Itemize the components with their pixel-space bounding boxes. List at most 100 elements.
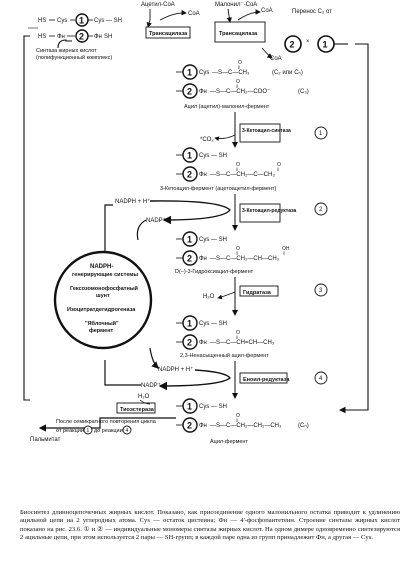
hs-label: HS (38, 18, 46, 24)
substrate-arrows (146, 8, 273, 59)
svg-text:Cys — SH: Cys — SH (199, 404, 227, 410)
co2-label: *CO₂ (200, 137, 214, 143)
svg-text:до реакции: до реакции (94, 428, 123, 434)
svg-text:от реакции: от реакции (56, 428, 84, 434)
monomer-2-number: 2 (79, 32, 84, 42)
svg-text:1: 1 (187, 151, 192, 161)
coa-label-3: СоА (270, 56, 282, 62)
acyl-malonyl-label: Ацил (ацетил)-малонил-фермент (184, 104, 270, 110)
svg-text:2: 2 (187, 421, 192, 431)
svg-text:O: O (236, 330, 240, 336)
svg-text:Cys — SH: Cys — SH (199, 321, 227, 327)
svg-text:Тиоэстераза: Тиоэстераза (120, 407, 155, 413)
svg-text:2: 2 (187, 87, 192, 97)
svg-text:3-Кетоацил-синтаза: 3-Кетоацил-синтаза (242, 128, 291, 134)
svg-text:O: O (277, 162, 281, 168)
ketoacyl-reductase-box: 3-Кетоацил-редуктаза (239, 203, 296, 223)
dehydratase-box: Гидратаза (239, 285, 279, 297)
svg-text:NADPH-: NADPH- (90, 264, 113, 270)
svg-text:Гидратаза: Гидратаза (243, 290, 272, 296)
svg-text:1: 1 (187, 235, 192, 245)
step-3-marker: 3 (314, 283, 328, 297)
svg-text:1: 1 (187, 319, 192, 329)
synthase-subtitle: (полифункционный комплекс) (36, 54, 112, 61)
svg-text:3-Кетоацил-фермент (ацетоацети: 3-Кетоацил-фермент (ацетоацетил-фермент) (160, 186, 276, 192)
svg-text:генерирующие системы: генерирующие системы (72, 272, 138, 278)
coa-label-1: СоА (188, 11, 200, 17)
step-2-marker: 2 (314, 202, 328, 216)
fatty-acid-synthesis-diagram: Ацетил-СоА Малонил⁻-СоА СоА Перенос C₂ о… (23, 2, 369, 445)
acyl-malonyl-enzyme: 1 Cys —S—C—CH₃ O (C₂ или Cₙ) 2 Фн —S—C—C… (176, 60, 309, 110)
svg-text:2: 2 (187, 254, 192, 264)
monomer-1-number: 1 (79, 16, 84, 26)
h2o-label-1: H₂O (203, 294, 215, 300)
svg-text:D(–)-3-Гидроксиацил-фермент: D(–)-3-Гидроксиацил-фермент (175, 269, 254, 275)
enoyl-enzyme: 1 Cys — SH 2 Фн —S—C—CH=CH—CH₃ O 2,3-Нен… (176, 315, 275, 359)
step-4-marker: 4 (314, 371, 328, 385)
svg-text:Ацил-фермент: Ацил-фермент (210, 439, 248, 445)
figure-caption: Биосинтез длинноцепочечных жирных кислот… (20, 509, 400, 541)
svg-text:Cys — SH: Cys — SH (199, 153, 227, 159)
palmitate-label: Пальмитат (30, 437, 61, 443)
svg-text:2: 2 (187, 338, 192, 348)
transfer-label: Перенос C₂ от (292, 9, 332, 15)
svg-text:×: × (306, 39, 310, 45)
h2o-label-2: H₂O (138, 394, 150, 400)
nadp-label-2: NADP⁺ (141, 382, 161, 389)
svg-text:1: 1 (187, 402, 192, 412)
svg-text:Еноил-редуктаза: Еноил-редуктаза (243, 377, 290, 383)
svg-text:1: 1 (87, 428, 90, 434)
svg-text:—S—C—CH₂—C—CH₃: —S—C—CH₂—C—CH₃ (210, 172, 275, 178)
svg-text:Трансацилаза: Трансацилаза (219, 31, 258, 37)
step-1-marker: 1 (314, 126, 328, 140)
synthase-complex: HS Cys 1 Cys — SH HS Фн 2 Фн SH Синтаза … (28, 13, 122, 61)
svg-text:4: 4 (319, 376, 323, 382)
svg-text:—S—C—CH₃: —S—C—CH₃ (212, 70, 250, 76)
acetyl-coa-label: Ацетил-СоА (141, 2, 175, 8)
transacylase-box-1: Трансацилаза (145, 26, 191, 39)
svg-text:Фн: Фн (199, 89, 207, 95)
transacylase-box-2: Трансацилаза (214, 21, 266, 43)
svg-text:Трансацилаза: Трансацилаза (149, 31, 188, 37)
svg-text:(Cₙ): (Cₙ) (298, 423, 309, 429)
svg-text:—S—C—CH₂—COO⁻: —S—C—CH₂—COO⁻ (210, 89, 270, 95)
after-cycles-label: После семикратного повторения цикла (56, 419, 157, 425)
svg-text:2: 2 (290, 40, 295, 50)
svg-text:Фн: Фн (199, 423, 207, 429)
fn-sh-label: Фн (94, 34, 102, 40)
nadp-label-1: NADP⁺ (146, 217, 166, 224)
main-cycle-loop (23, 35, 369, 414)
malonyl-coa-label: Малонил⁻-СоА (215, 2, 257, 8)
enoyl-reductase-box: Еноил-редуктаза (239, 372, 290, 384)
svg-text:3: 3 (319, 288, 323, 294)
svg-text:шунт: шунт (96, 293, 110, 299)
svg-text:OH: OH (282, 246, 290, 252)
svg-text:Фн: Фн (199, 340, 207, 346)
svg-text:O: O (236, 246, 240, 252)
fn-label-1: Фн (57, 34, 65, 40)
svg-text:—S—C—CH₂—CH₂—CH₃: —S—C—CH₂—CH₂—CH₃ (210, 423, 282, 429)
cys-label-1: Cys (57, 18, 67, 24)
hydroxyacyl-enzyme: 1 Cys — SH 2 Фн —S—C—CH₂—CH—CH₃ O OH D(–… (175, 231, 290, 275)
thioesterase-box: Тиоэстераза (116, 402, 156, 414)
svg-text:2: 2 (187, 170, 192, 180)
nadph-label-1: NADPH + H⁺ (115, 198, 150, 205)
transfer-monomers: 2 × 1 (284, 35, 335, 53)
svg-text:Фн: Фн (199, 256, 207, 262)
svg-text:Cys — SH: Cys — SH (199, 237, 227, 243)
svg-text:фермент: фермент (89, 327, 114, 334)
svg-text:—S—C—CH₂—CH—CH₃: —S—C—CH₂—CH—CH₃ (210, 256, 280, 262)
hs-label-2: HS (38, 34, 46, 40)
svg-text:Cys: Cys (199, 70, 209, 76)
nadph-label-2: NADPH + H⁺ (158, 366, 193, 373)
svg-text:Изоцитратдегидрогеназа: Изоцитратдегидрогеназа (67, 307, 136, 313)
sh-label-top: SH (104, 34, 112, 40)
svg-text:—S—C—CH=CH—CH₃: —S—C—CH=CH—CH₃ (210, 340, 275, 346)
reaction-range: от реакции 1 до реакции 4 (56, 425, 132, 435)
svg-text:(C₂ или Cₙ): (C₂ или Cₙ) (272, 70, 303, 76)
ketoacyl-synthase-box: 3-Кетоацил-синтаза (239, 123, 291, 143)
cys-sh-label-1: Cys — SH (94, 18, 122, 24)
acyl-enzyme-final: 1 Cys — SH 2 Фн —S—C—CH₂—CH₂—CH₃ O (Cₙ) … (176, 398, 309, 445)
synthase-title: Синтаза жирных кислот (36, 48, 97, 54)
svg-text:2,3-Ненасыщенный ацил-фермент: 2,3-Ненасыщенный ацил-фермент (180, 352, 269, 359)
